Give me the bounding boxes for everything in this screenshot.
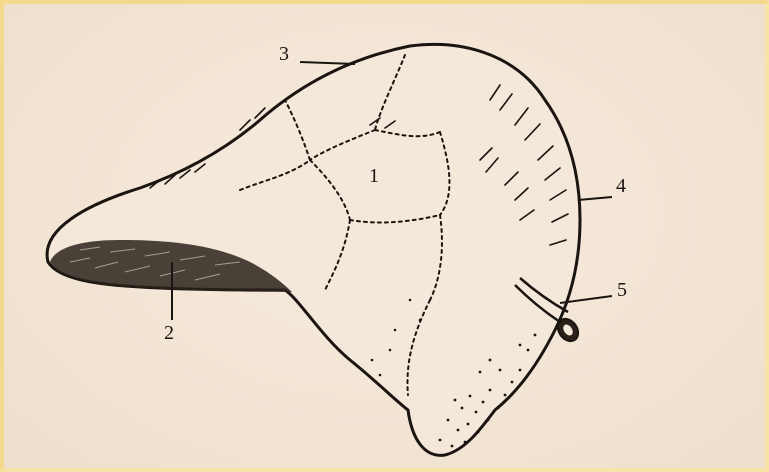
leader-3 bbox=[300, 62, 355, 64]
label-4: 4 bbox=[616, 176, 626, 196]
label-3: 3 bbox=[279, 44, 289, 64]
leader-4 bbox=[578, 197, 612, 200]
label-2: 2 bbox=[164, 323, 174, 343]
label-1: 1 bbox=[369, 166, 379, 186]
label-5: 5 bbox=[617, 280, 627, 300]
